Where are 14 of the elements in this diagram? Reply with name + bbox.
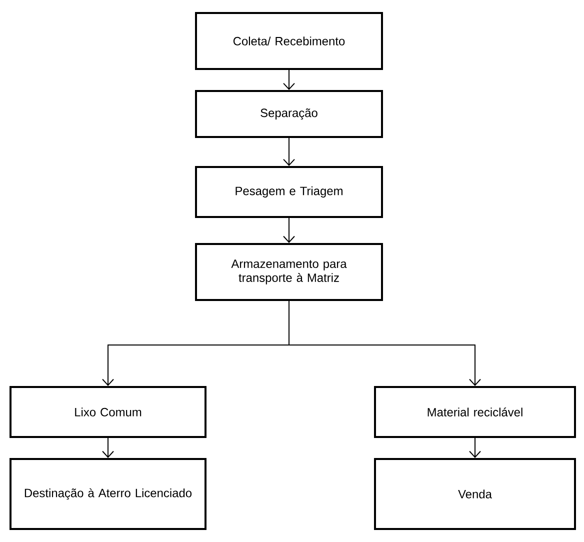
- arrow: [283, 70, 295, 90]
- process-box: Lixo Comum: [10, 386, 206, 438]
- process-box: Venda: [374, 458, 576, 530]
- arrow: [469, 438, 481, 458]
- process-box: Coleta/ Recebimento: [195, 12, 383, 70]
- arrow: [102, 438, 114, 458]
- process-box: Separação: [195, 90, 383, 138]
- arrow: [283, 218, 295, 243]
- process-box: Material reciclável: [374, 386, 576, 438]
- process-box: Armazenamento para transporte à Matriz: [195, 243, 383, 301]
- arrow: [283, 138, 295, 166]
- arrow: [288, 300, 481, 386]
- process-box: Destinação à Aterro Licenciado: [10, 458, 206, 530]
- process-box: Pesagem e Triagem: [195, 166, 383, 218]
